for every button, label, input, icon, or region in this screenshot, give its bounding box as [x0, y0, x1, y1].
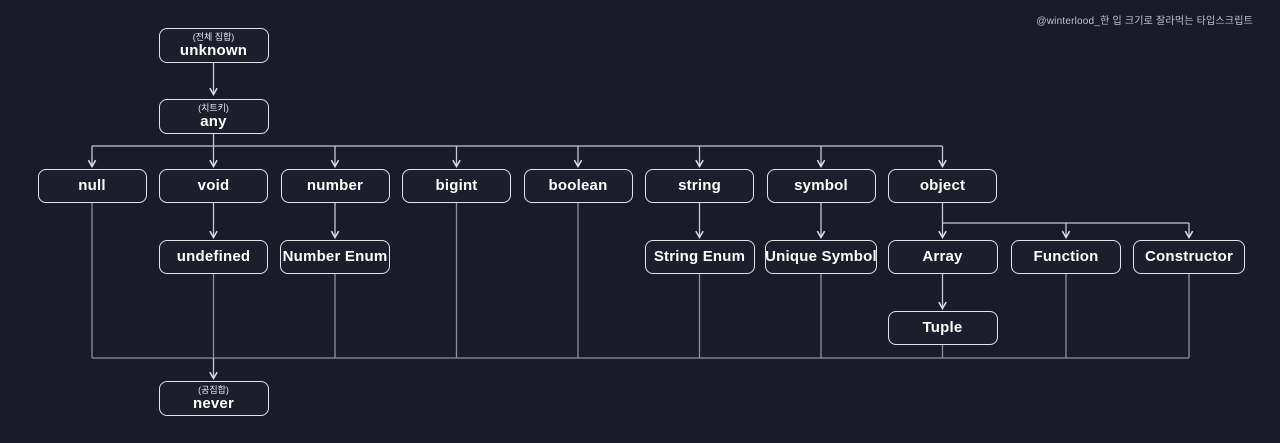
node-string-enum: String Enum	[644, 240, 755, 274]
node-any-label: any	[200, 113, 227, 131]
node-undefined: undefined	[159, 240, 268, 274]
node-unknown-label: unknown	[179, 42, 248, 60]
node-any-sublabel: (치트키)	[198, 103, 229, 113]
node-null: null	[37, 169, 147, 203]
watermark-credit: @winterlood_한 입 크기로 잘라먹는 타입스크립트	[1036, 16, 1253, 27]
node-unique-symbol: Unique Symbol	[765, 240, 877, 274]
node-symbol: symbol	[766, 169, 876, 203]
node-string: string	[645, 169, 754, 203]
node-unknown-sublabel: (전체 집합)	[192, 32, 235, 42]
node-bigint: bigint	[402, 169, 511, 203]
node-array: Array	[887, 240, 998, 274]
node-never-label: never	[192, 395, 235, 413]
node-object: object	[888, 169, 997, 203]
node-void: void	[159, 169, 268, 203]
node-never: (공집합) never	[158, 381, 269, 416]
node-number: number	[280, 169, 390, 203]
node-unknown: (전체 집합) unknown	[158, 28, 269, 63]
node-constructor: Constructor	[1133, 240, 1245, 274]
node-boolean: boolean	[523, 169, 633, 203]
node-never-sublabel: (공집합)	[198, 385, 229, 395]
node-any: (치트키) any	[158, 99, 269, 134]
node-tuple: Tuple	[887, 311, 998, 345]
node-number-enum: Number Enum	[280, 240, 390, 274]
node-function: Function	[1011, 240, 1121, 274]
